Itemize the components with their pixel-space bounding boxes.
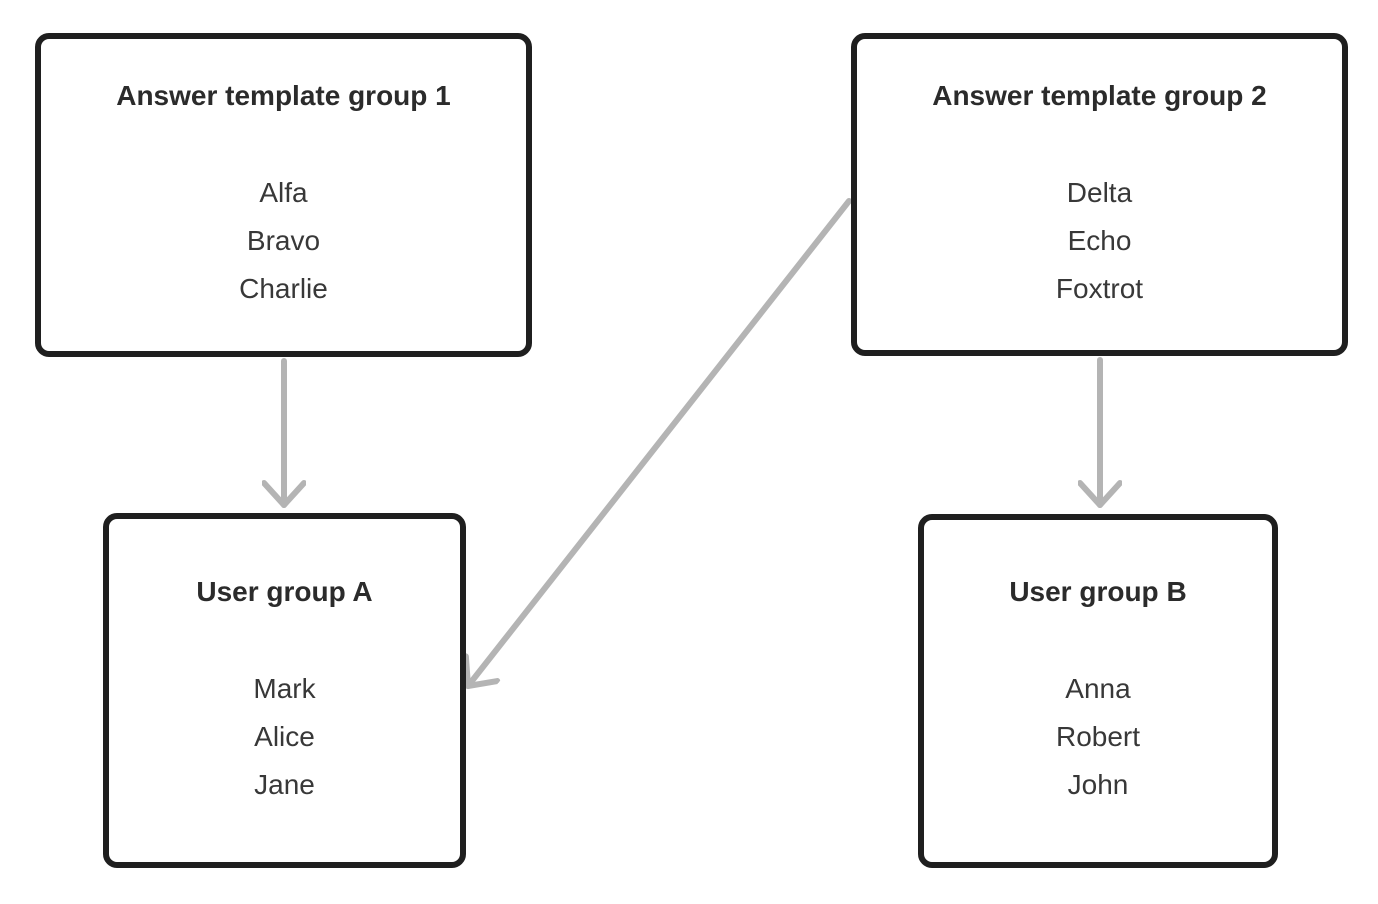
node-answer-template-group-1: Answer template group 1 Alfa Bravo Charl…: [35, 33, 532, 357]
node-item: Delta: [1066, 176, 1133, 208]
node-item: Robert: [1055, 721, 1141, 752]
node-item: Alfa: [259, 177, 308, 208]
node-item-list: Delta Echo Foxtrot: [1056, 169, 1143, 313]
node-item: Charlie: [239, 273, 328, 304]
node-item: Anna: [1065, 673, 1131, 704]
node-item: Mark: [253, 672, 316, 704]
node-answer-template-group-2: Answer template group 2 Delta Echo Foxtr…: [851, 33, 1348, 356]
node-user-group-a: User group A Mark Alice Jane: [103, 513, 466, 868]
node-item: Bravo: [246, 225, 321, 256]
node-item-list: Alfa Bravo Charlie: [239, 169, 328, 313]
node-item: Foxtrot: [1055, 272, 1144, 304]
node-item: Jane: [254, 768, 315, 800]
node-item: Echo: [1067, 224, 1132, 256]
node-item-list: Anna Robert John: [1056, 665, 1140, 809]
node-item: Alice: [254, 720, 315, 752]
node-title: User group A: [196, 575, 373, 607]
node-title: User group B: [1009, 576, 1187, 607]
node-item-list: Mark Alice Jane: [253, 665, 315, 809]
node-title: Answer template group 2: [932, 79, 1267, 111]
node-user-group-b: User group B Anna Robert John: [918, 514, 1278, 868]
node-item: John: [1067, 769, 1129, 800]
node-title: Answer template group 1: [116, 80, 451, 111]
